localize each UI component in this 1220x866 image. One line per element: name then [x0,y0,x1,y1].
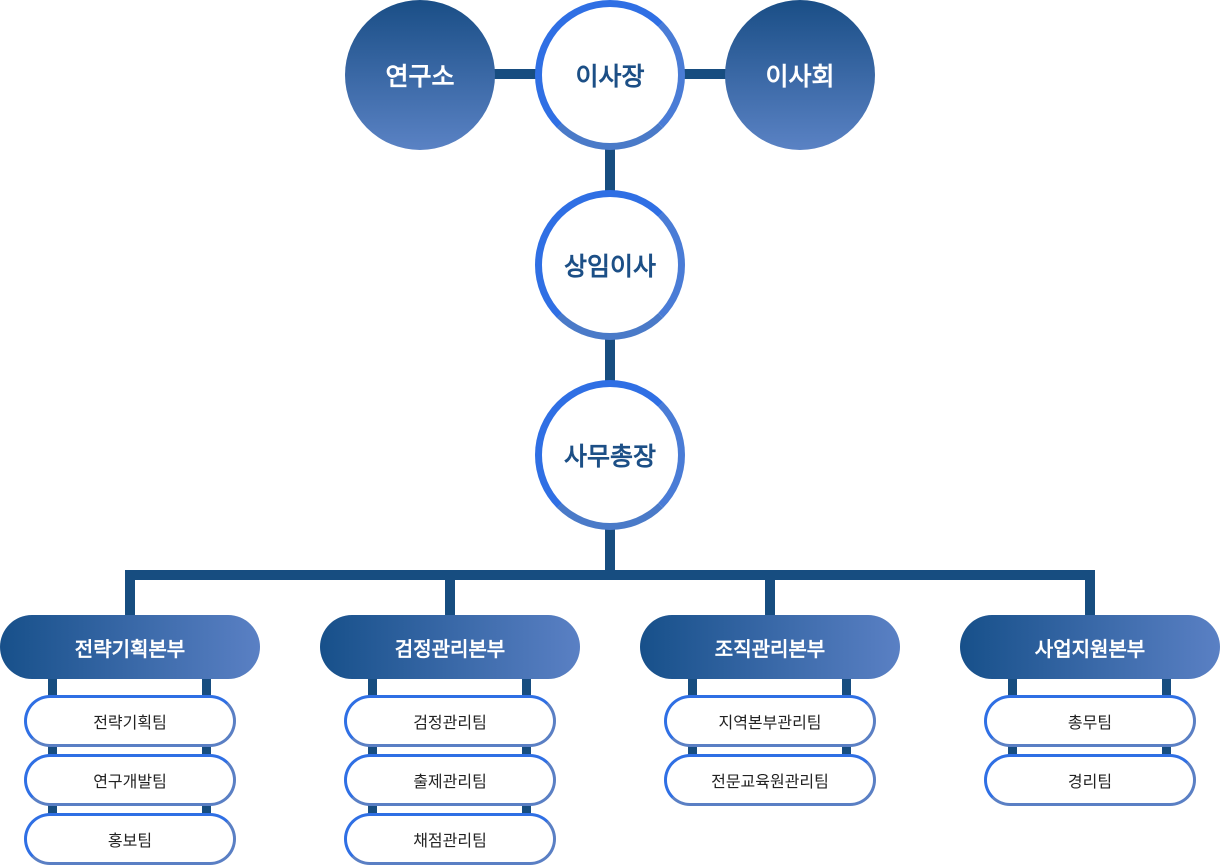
connector-drop-dept-1 [125,570,135,618]
connector-drop-dept-4 [1085,570,1095,618]
team-certification-management: 검정관리팀 [344,695,556,747]
dept-header-organization: 조직관리본부 [640,615,900,679]
team-exam-question-management: 출제관리팀 [344,754,556,806]
connector-research-chairman [492,69,540,79]
node-secretary-general: 사무총장 [535,380,685,530]
connector-horizontal-bus [125,570,1095,580]
team-public-relations: 홍보팀 [24,813,236,865]
team-training-institute-management: 전문교육원관리팀 [664,754,876,806]
dept-header-certification: 검정관리본부 [320,615,580,679]
team-general-affairs: 총무팀 [984,695,1196,747]
team-accounting: 경리팀 [984,754,1196,806]
dept-header-business-support: 사업지원본부 [960,615,1220,679]
team-regional-branch-management: 지역본부관리팀 [664,695,876,747]
dept-header-strategy: 전략기획본부 [0,615,260,679]
team-strategy-planning: 전략기획팀 [24,695,236,747]
connector-drop-dept-2 [445,570,455,618]
node-chairman: 이사장 [535,0,685,150]
node-executive-director: 상임이사 [535,190,685,340]
node-research-institute: 연구소 [345,0,495,150]
connector-drop-dept-3 [765,570,775,618]
connector-executive-secretary [605,337,615,383]
connector-chairman-board [682,69,730,79]
connector-chairman-executive [605,147,615,193]
team-research-development: 연구개발팀 [24,754,236,806]
team-grading-management: 채점관리팀 [344,813,556,865]
node-board: 이사회 [725,0,875,150]
connector-secretary-trunk [605,527,615,575]
